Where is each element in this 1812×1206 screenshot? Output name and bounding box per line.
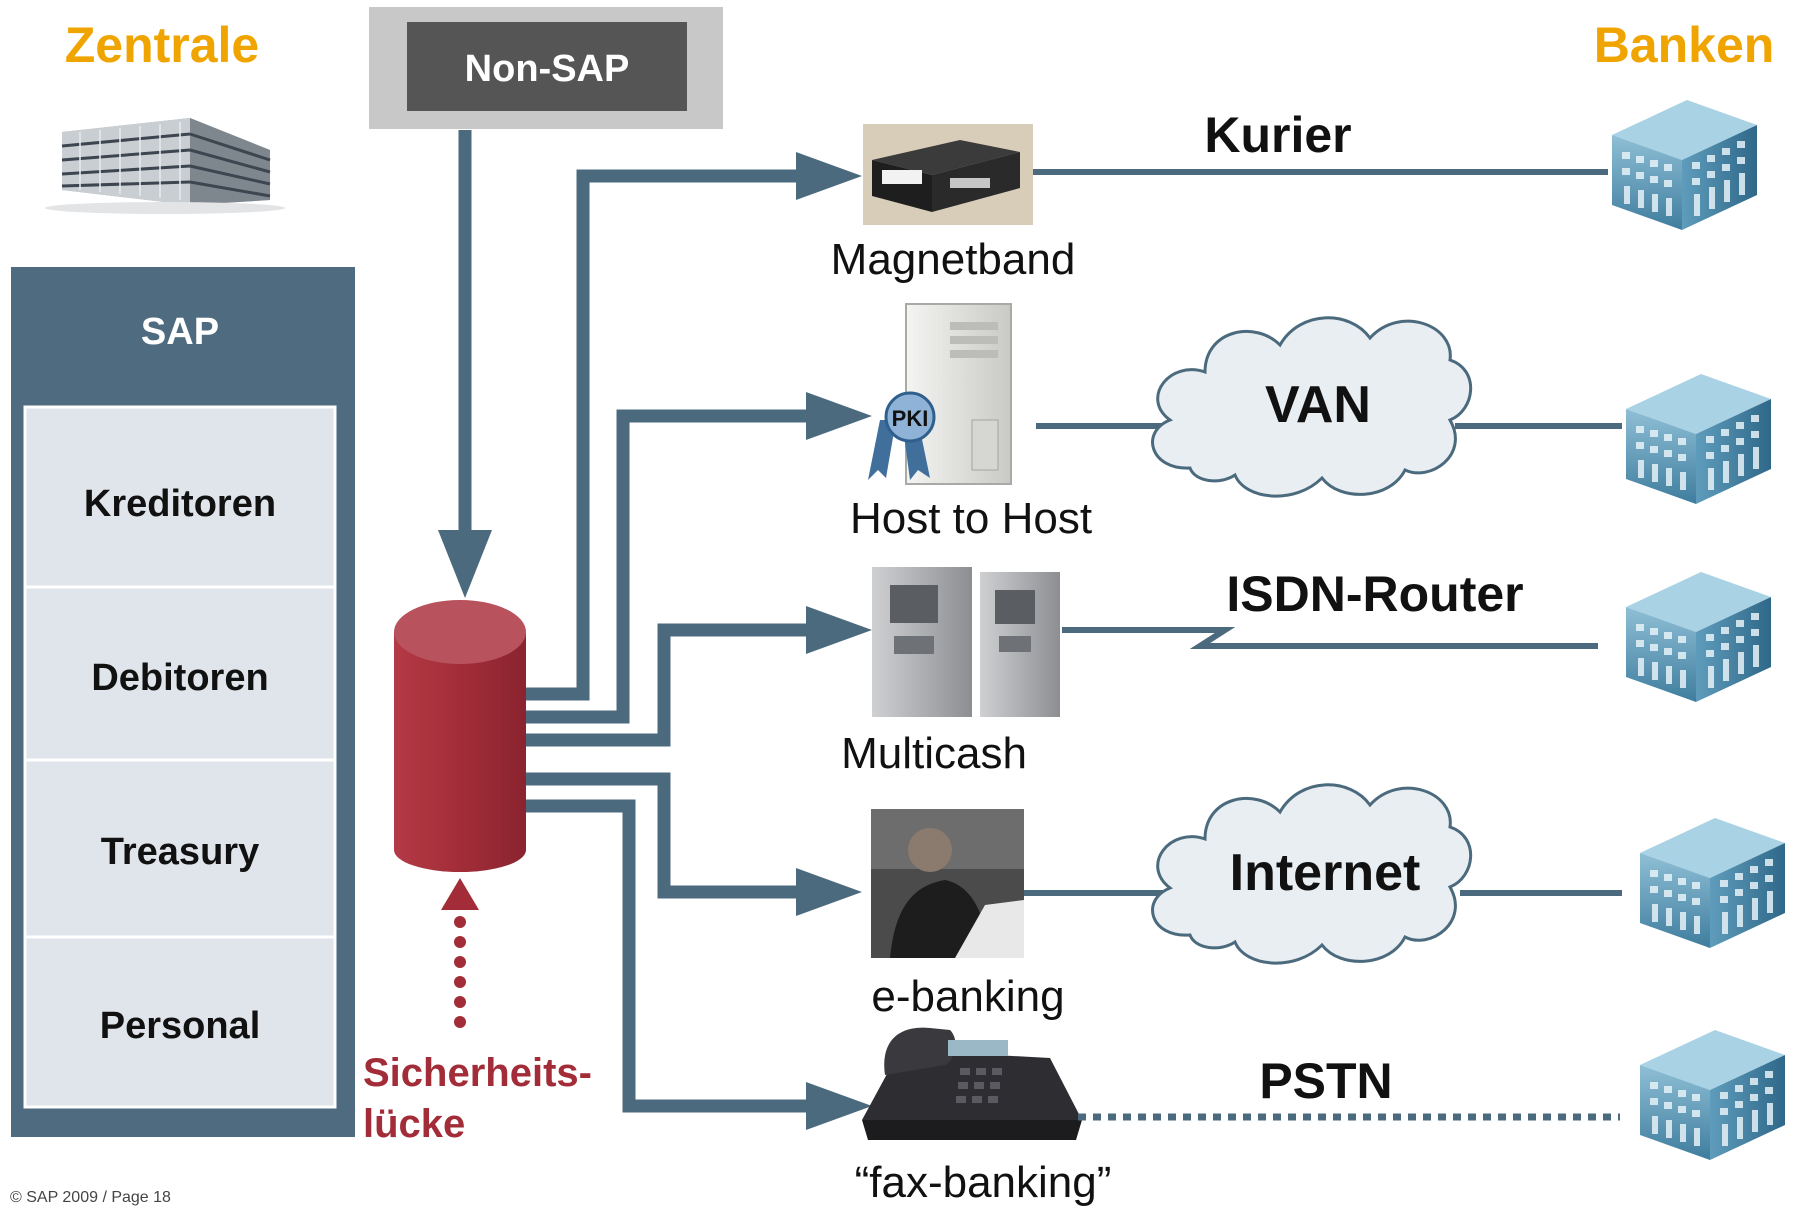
connector-arrowheads (796, 152, 872, 1130)
database-cylinder-icon (394, 600, 526, 872)
security-gap-label-line1: Sicherheits- (363, 1051, 592, 1095)
security-gap-marker: Sicherheits- lücke (363, 878, 592, 1146)
bank-building-icon (1612, 100, 1757, 230)
bank-building-icon (1626, 572, 1771, 702)
device-label-fax-banking: “fax-banking” (855, 1158, 1112, 1206)
network-label-internet: Internet (1230, 844, 1421, 902)
connector-e-banking (525, 772, 820, 899)
user-laptop-icon (871, 809, 1024, 958)
bank-building-icon (1626, 374, 1771, 504)
network-label-pstn: PSTN (1259, 1053, 1392, 1109)
sap-panel: SAP Kreditoren Debitoren Treasury Person… (11, 267, 355, 1137)
banken-heading: Banken (1594, 17, 1775, 73)
server-pki-icon (868, 303, 1012, 485)
device-label-magnetband: Magnetband (831, 235, 1076, 284)
bank-building-icon (1640, 818, 1785, 948)
non-sap-arrow (438, 130, 492, 598)
sap-title: SAP (141, 311, 219, 353)
network-line-isdn (1062, 627, 1598, 649)
van-cloud-icon (1151, 316, 1473, 498)
module-debitoren: Debitoren (91, 657, 268, 699)
footer-copyright: © SAP 2009 / Page 18 (10, 1189, 171, 1206)
atm-icon (872, 567, 1060, 717)
connector-fax-banking (525, 799, 830, 1113)
pki-badge: PKI (892, 406, 929, 431)
phone-icon (862, 1027, 1082, 1140)
module-personal: Personal (100, 1005, 261, 1047)
connector-magnetband (525, 169, 810, 701)
network-label-isdn-router: ISDN-Router (1226, 566, 1523, 622)
security-gap-label-line2: lücke (363, 1102, 465, 1146)
non-sap-box: Non-SAP (369, 7, 723, 129)
connector-multicash (525, 623, 830, 747)
tape-drive-icon (863, 124, 1033, 225)
network-label-kurier: Kurier (1204, 107, 1351, 163)
bank-building-icon (1640, 1030, 1785, 1160)
device-label-e-banking: e-banking (871, 972, 1064, 1021)
zentrale-heading: Zentrale (65, 17, 260, 73)
device-label-host-to-host: Host to Host (850, 494, 1092, 543)
module-treasury: Treasury (101, 831, 259, 873)
device-label-multicash: Multicash (841, 729, 1027, 778)
network-label-van: VAN (1265, 376, 1371, 434)
internet-cloud-icon (1151, 783, 1473, 965)
connector-host-to-host (525, 409, 830, 724)
module-kreditoren: Kreditoren (84, 483, 276, 525)
non-sap-label: Non-SAP (465, 48, 630, 90)
headquarters-building-icon (45, 118, 285, 214)
connector-lines (525, 169, 830, 1113)
